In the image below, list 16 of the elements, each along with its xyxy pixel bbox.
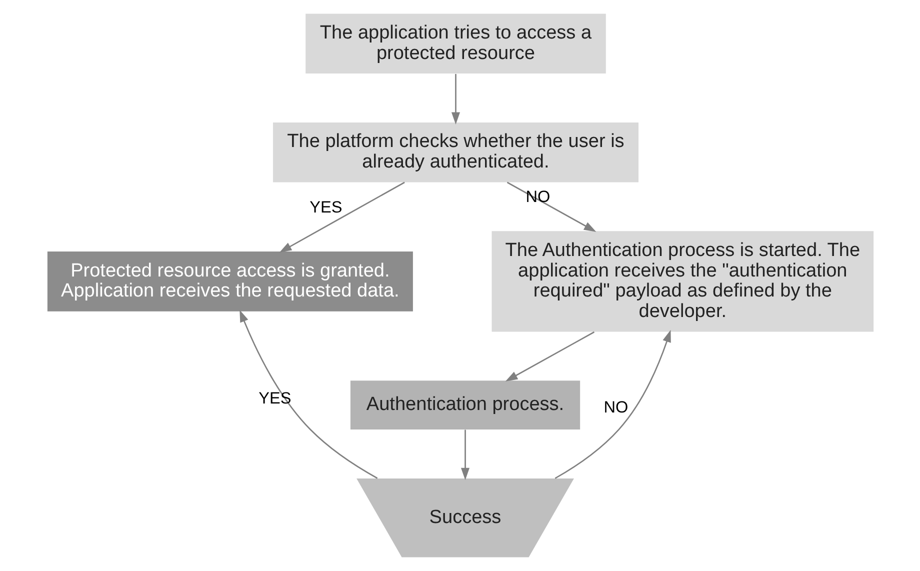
node-box: Protected resource access is granted. Application receives the requested data. <box>46 252 412 312</box>
node-box: The platform checks whether the user is already authenticated. <box>272 122 638 182</box>
arrow <box>504 331 594 382</box>
edge-label: NO <box>603 398 628 417</box>
node-box: The Authentication process is started. The application receives the "authentication required" payload as defined by the developer. <box>491 231 874 332</box>
arrow <box>239 310 378 479</box>
edge-label: YES <box>258 390 291 408</box>
edge-label: YES <box>309 198 342 216</box>
arrow <box>278 182 404 253</box>
edge-label: NO <box>525 188 550 206</box>
arrow <box>450 74 460 124</box>
node-box: The application tries to access a protected resource <box>305 14 606 74</box>
arrow <box>554 330 670 479</box>
arrow <box>460 430 470 480</box>
arrow <box>506 182 596 232</box>
node-box: Authentication process. <box>350 380 580 430</box>
